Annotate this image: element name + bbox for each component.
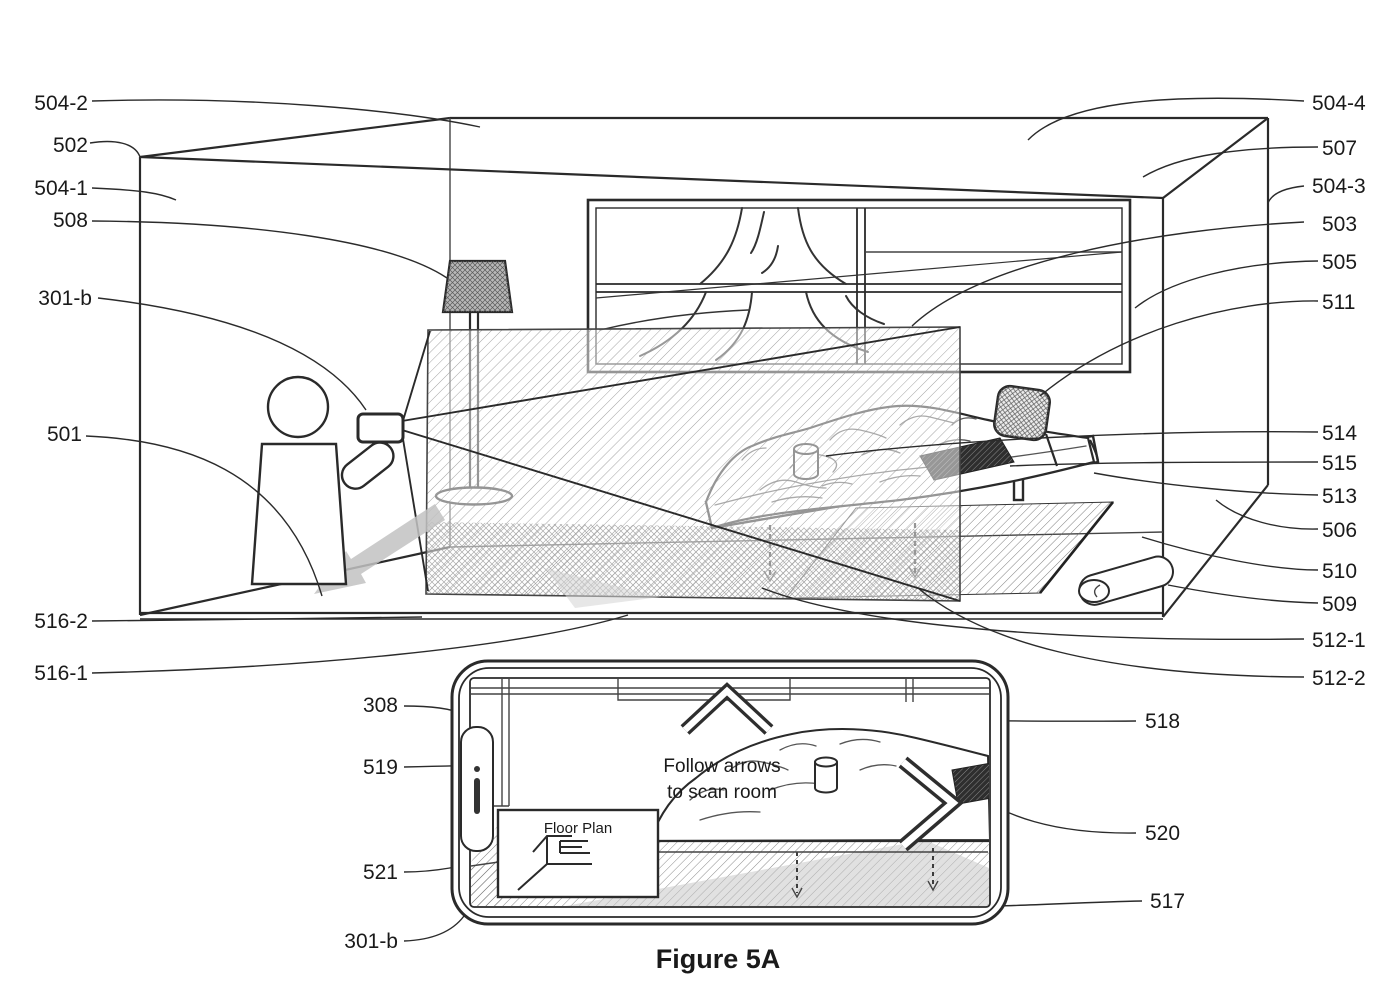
leader-506 — [1215, 499, 1319, 530]
leader-504-1 — [91, 187, 177, 201]
leader-503 — [911, 221, 1305, 327]
screen-dark-panel — [951, 759, 989, 805]
floor-plan-sketch — [517, 835, 592, 891]
ref-label-518: 518 — [1145, 710, 1180, 733]
ref-label-521: 521 — [363, 861, 398, 884]
ref-label-513: 513 — [1322, 485, 1357, 508]
ref-label-510: 510 — [1322, 560, 1357, 583]
phone-screen-content — [471, 679, 989, 906]
leader-515 — [1009, 461, 1319, 467]
ref-label-506: 506 — [1322, 519, 1357, 542]
leader-512-1 — [761, 587, 1305, 641]
ref-label-503: 503 — [1322, 213, 1357, 236]
ref-label-504-3: 504-3 — [1312, 175, 1366, 198]
ref-label-504-2: 504-2 — [34, 92, 88, 115]
ref-label-514: 514 — [1322, 422, 1357, 445]
ref-label-512-1: 512-1 — [1312, 629, 1366, 652]
screen-cup — [814, 756, 838, 794]
ref-label-502: 502 — [53, 134, 88, 157]
leader-507 — [1142, 146, 1319, 178]
chevron-right-icon — [898, 756, 964, 852]
ref-label-512-2: 512-2 — [1312, 667, 1366, 690]
leader-516-2 — [91, 616, 423, 622]
floor-plan-inset: Floor Plan — [496, 808, 660, 899]
leader-510 — [1141, 536, 1319, 571]
side-button — [460, 726, 494, 852]
rolled-towel — [1078, 555, 1174, 606]
ref-label-519: 519 — [363, 756, 398, 779]
ref-label-508: 508 — [53, 209, 88, 232]
leader-502 — [89, 140, 141, 158]
ref-label-507: 507 — [1322, 137, 1357, 160]
person-head — [266, 375, 330, 439]
leader-513 — [1093, 472, 1319, 496]
leader-504-3 — [1267, 185, 1305, 204]
phone-device: Follow arrows to scan room Floor Plan — [450, 659, 1010, 926]
ref-label-505: 505 — [1322, 251, 1357, 274]
lamp-shade — [443, 261, 512, 312]
screen-scan-shadow — [560, 840, 989, 906]
chevron-up-icon — [680, 682, 774, 735]
ref-label-515: 515 — [1322, 452, 1357, 475]
leader-511 — [1039, 300, 1319, 397]
person-arm — [340, 441, 395, 490]
person-body — [250, 442, 348, 586]
ref-label-501: 501 — [47, 423, 82, 446]
screen-blanket-folds — [689, 738, 897, 821]
floor-plan-bed-glyph — [559, 840, 590, 854]
ref-label-511: 511 — [1322, 291, 1355, 314]
ref-label-509: 509 — [1322, 593, 1357, 616]
scan-capture-plane — [425, 326, 961, 602]
scan-instruction-line2: to scan room — [667, 782, 777, 803]
info-icon — [474, 766, 480, 772]
leader-509 — [1167, 584, 1319, 604]
floor-plan-title: Floor Plan — [544, 820, 612, 837]
person — [250, 375, 405, 586]
leader-504-4 — [1027, 97, 1305, 141]
leader-501 — [85, 435, 323, 597]
leader-505 — [1134, 260, 1319, 309]
leader-301-b-top — [97, 297, 367, 411]
leader-517 — [995, 900, 1143, 907]
ref-label-516-2: 516-2 — [34, 610, 88, 633]
ref-label-301-b-bottom: 301-b — [344, 930, 398, 953]
leader-301-b-bottom — [403, 915, 465, 942]
leader-512-2 — [917, 587, 1305, 678]
ref-label-308: 308 — [363, 694, 398, 717]
handheld-device — [356, 412, 405, 444]
leader-514 — [825, 431, 1319, 457]
leader-516-1 — [91, 614, 629, 674]
figure-caption: Figure 5A — [656, 944, 781, 974]
ref-label-517: 517 — [1150, 890, 1185, 913]
scan-direction-arrow — [314, 504, 445, 594]
ref-label-504-4: 504-4 — [1312, 92, 1366, 115]
leader-504-2 — [91, 99, 481, 128]
camera-frustum — [401, 326, 961, 602]
pillow — [993, 384, 1051, 442]
scan-instruction-line1: Follow arrows — [663, 756, 780, 777]
ref-label-516-1: 516-1 — [34, 662, 88, 685]
scan-direction-shadow — [545, 568, 660, 608]
ref-label-520: 520 — [1145, 822, 1180, 845]
leader-508 — [91, 220, 448, 279]
ref-label-504-1: 504-1 — [34, 177, 88, 200]
ref-label-301-b-top: 301-b — [38, 287, 92, 310]
reference-labels: 504-2 502 504-1 508 301-b 501 516-2 516-… — [34, 92, 1366, 953]
